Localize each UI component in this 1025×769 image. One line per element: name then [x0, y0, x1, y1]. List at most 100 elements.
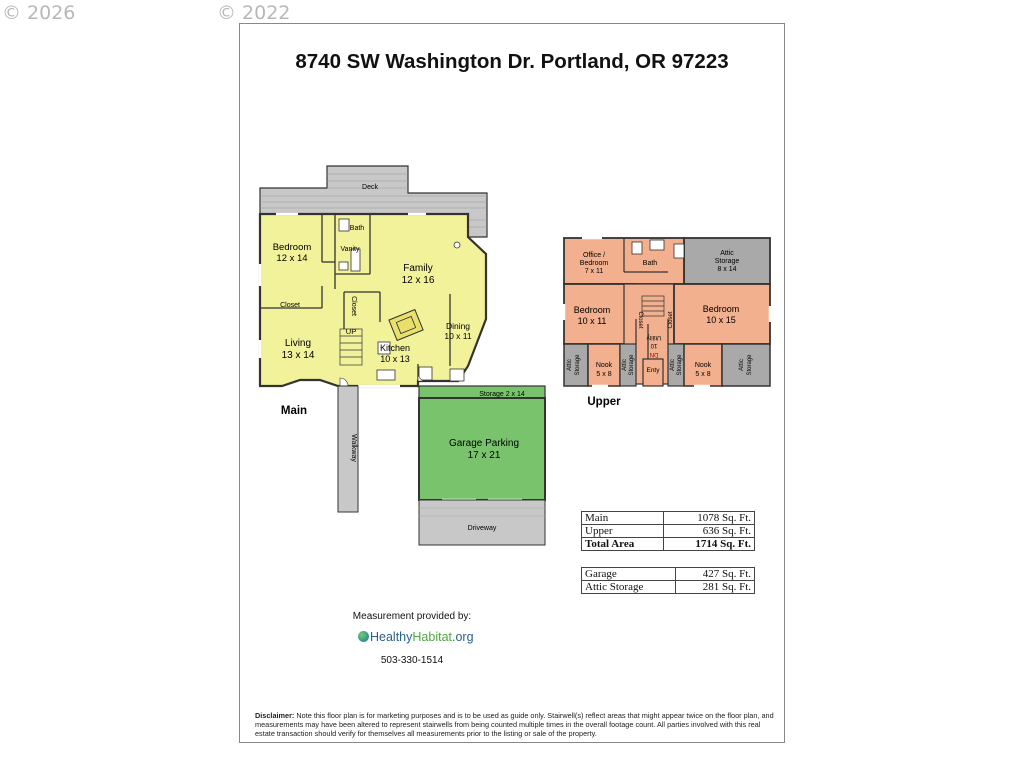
label-dining: Dining [446, 321, 470, 331]
label-attic-top: Attic [720, 250, 734, 257]
upper-floor-label: Upper [587, 396, 621, 408]
label-upper-closet-right: Closet [668, 311, 674, 328]
label-utility: Utility [647, 334, 662, 340]
area-label: Upper [581, 524, 664, 538]
label-nook-left-size: 5 x 8 [596, 371, 611, 378]
area-label: Attic Storage [581, 580, 676, 594]
watermark-left: © 2026 [2, 2, 76, 24]
label-garage: Garage Parking [449, 438, 519, 449]
upper-entry [642, 358, 664, 387]
label-bedroom-left-size: 10 x 11 [578, 316, 607, 326]
label-bath: Bath [350, 225, 365, 232]
upper-bedroom-right-area [673, 283, 771, 345]
area-value: 1714 Sq. Ft. [662, 537, 756, 551]
label-office: Office / [583, 252, 605, 259]
label-attic-right: Attic [739, 359, 745, 371]
watermark-right: © 2022 [217, 2, 291, 24]
label-upper-closet-left: Closet [637, 311, 643, 328]
walkway-area [337, 385, 359, 513]
label-office-size: 7 x 11 [585, 268, 604, 275]
label-storage: Storage 2 x 14 [479, 391, 525, 398]
measurement-credit: Measurement provided by: [352, 611, 472, 622]
label-dn: DN [650, 351, 659, 357]
label-deck: Deck [362, 184, 378, 191]
label-living-size: 13 x 14 [282, 350, 315, 361]
label-nook-right-size: 5 x 8 [695, 371, 710, 378]
label-kitchen-size: 10 x 13 [380, 354, 410, 364]
area-value: 427 Sq. Ft. [674, 567, 756, 581]
driveway-area [418, 499, 546, 546]
label-attic-top-storage: Storage [715, 258, 740, 265]
label-vanity: Vanity [341, 246, 360, 253]
label-living: Living [285, 338, 311, 349]
floor-plan-drawing: Deck Bedroom 12 x 14 Bath Vanity Family … [258, 165, 772, 546]
page-title: 8740 SW Washington Dr. Portland, OR 9722… [295, 50, 729, 73]
main-floor-label: Main [281, 405, 307, 417]
label-attic-ml-storage: Storage [629, 354, 635, 376]
upper-nook-right [683, 343, 723, 387]
label-entry: Enty [646, 367, 660, 374]
upper-fixtures [631, 239, 685, 259]
upper-windows [562, 236, 772, 388]
label-bedroom-right-size: 10 x 15 [706, 315, 736, 325]
logo-part-3: .org [452, 630, 474, 644]
disclaimer: Disclaimer: Note this floor plan is for … [255, 711, 780, 738]
label-bedroom-left: Bedroom [574, 305, 611, 315]
label-office-bedroom: Bedroom [580, 260, 609, 267]
label-attic-left-storage: Storage [575, 354, 581, 376]
logo-part-2: Habitat [412, 630, 452, 644]
label-attic-mr-storage: Storage [677, 354, 683, 376]
upper-interior-walls [623, 238, 669, 359]
upper-nook-left [587, 343, 621, 387]
label-upper-bath: Bath [643, 260, 658, 267]
label-nook-right: Nook [695, 362, 712, 369]
label-closet-left: Closet [280, 302, 300, 309]
kitchen-island [388, 308, 424, 342]
label-attic-right-storage: Storage [747, 354, 753, 376]
upper-attic-mid-left [619, 343, 637, 387]
label-garage-size: 17 x 21 [468, 450, 501, 461]
area-value: 1078 Sq. Ft. [662, 511, 756, 525]
main-doors [339, 372, 427, 387]
upper-attic-right [721, 343, 771, 387]
globe-icon [358, 631, 369, 642]
label-attic-left: Attic [567, 359, 573, 371]
deck-boards [260, 173, 487, 228]
label-bedroom-size: 12 x 14 [276, 253, 307, 264]
garage-area [418, 397, 546, 501]
label-attic-top-size: 8 x 14 [717, 266, 736, 273]
driveway-lines [419, 507, 545, 517]
upper-attic-left [563, 343, 589, 387]
area-value: 281 Sq. Ft. [674, 580, 756, 594]
healthy-habitat-logo: HealthyHabitat.org [358, 630, 474, 644]
main-windows [258, 212, 426, 388]
label-bedroom: Bedroom [273, 242, 312, 253]
main-fixtures [338, 218, 465, 382]
label-dining-size: 10 x 11 [444, 331, 472, 341]
label-nook-left: Nook [596, 362, 613, 369]
label-bedroom-right: Bedroom [703, 304, 740, 314]
upper-attic-storage-area [683, 237, 771, 285]
label-attic-mr: Attic [670, 359, 676, 371]
area-label: Total Area [581, 537, 664, 551]
area-label: Main [581, 511, 664, 525]
label-driveway: Driveway [468, 525, 497, 532]
label-kitchen: Kitchen [380, 343, 410, 353]
label-family-size: 12 x 16 [402, 275, 435, 286]
phone-number: 503-330-1514 [380, 655, 444, 666]
disclaimer-text: Note this floor plan is for marketing pu… [255, 711, 774, 738]
label-attic-ml: Attic [622, 359, 628, 371]
area-value: 636 Sq. Ft. [662, 524, 756, 538]
main-stairs [339, 328, 363, 366]
area-label: Garage [581, 567, 676, 581]
floor-plan-sheet: 8740 SW Washington Dr. Portland, OR 9722… [239, 23, 785, 743]
disclaimer-label: Disclaimer: [255, 711, 295, 720]
label-up: UP [346, 327, 356, 336]
